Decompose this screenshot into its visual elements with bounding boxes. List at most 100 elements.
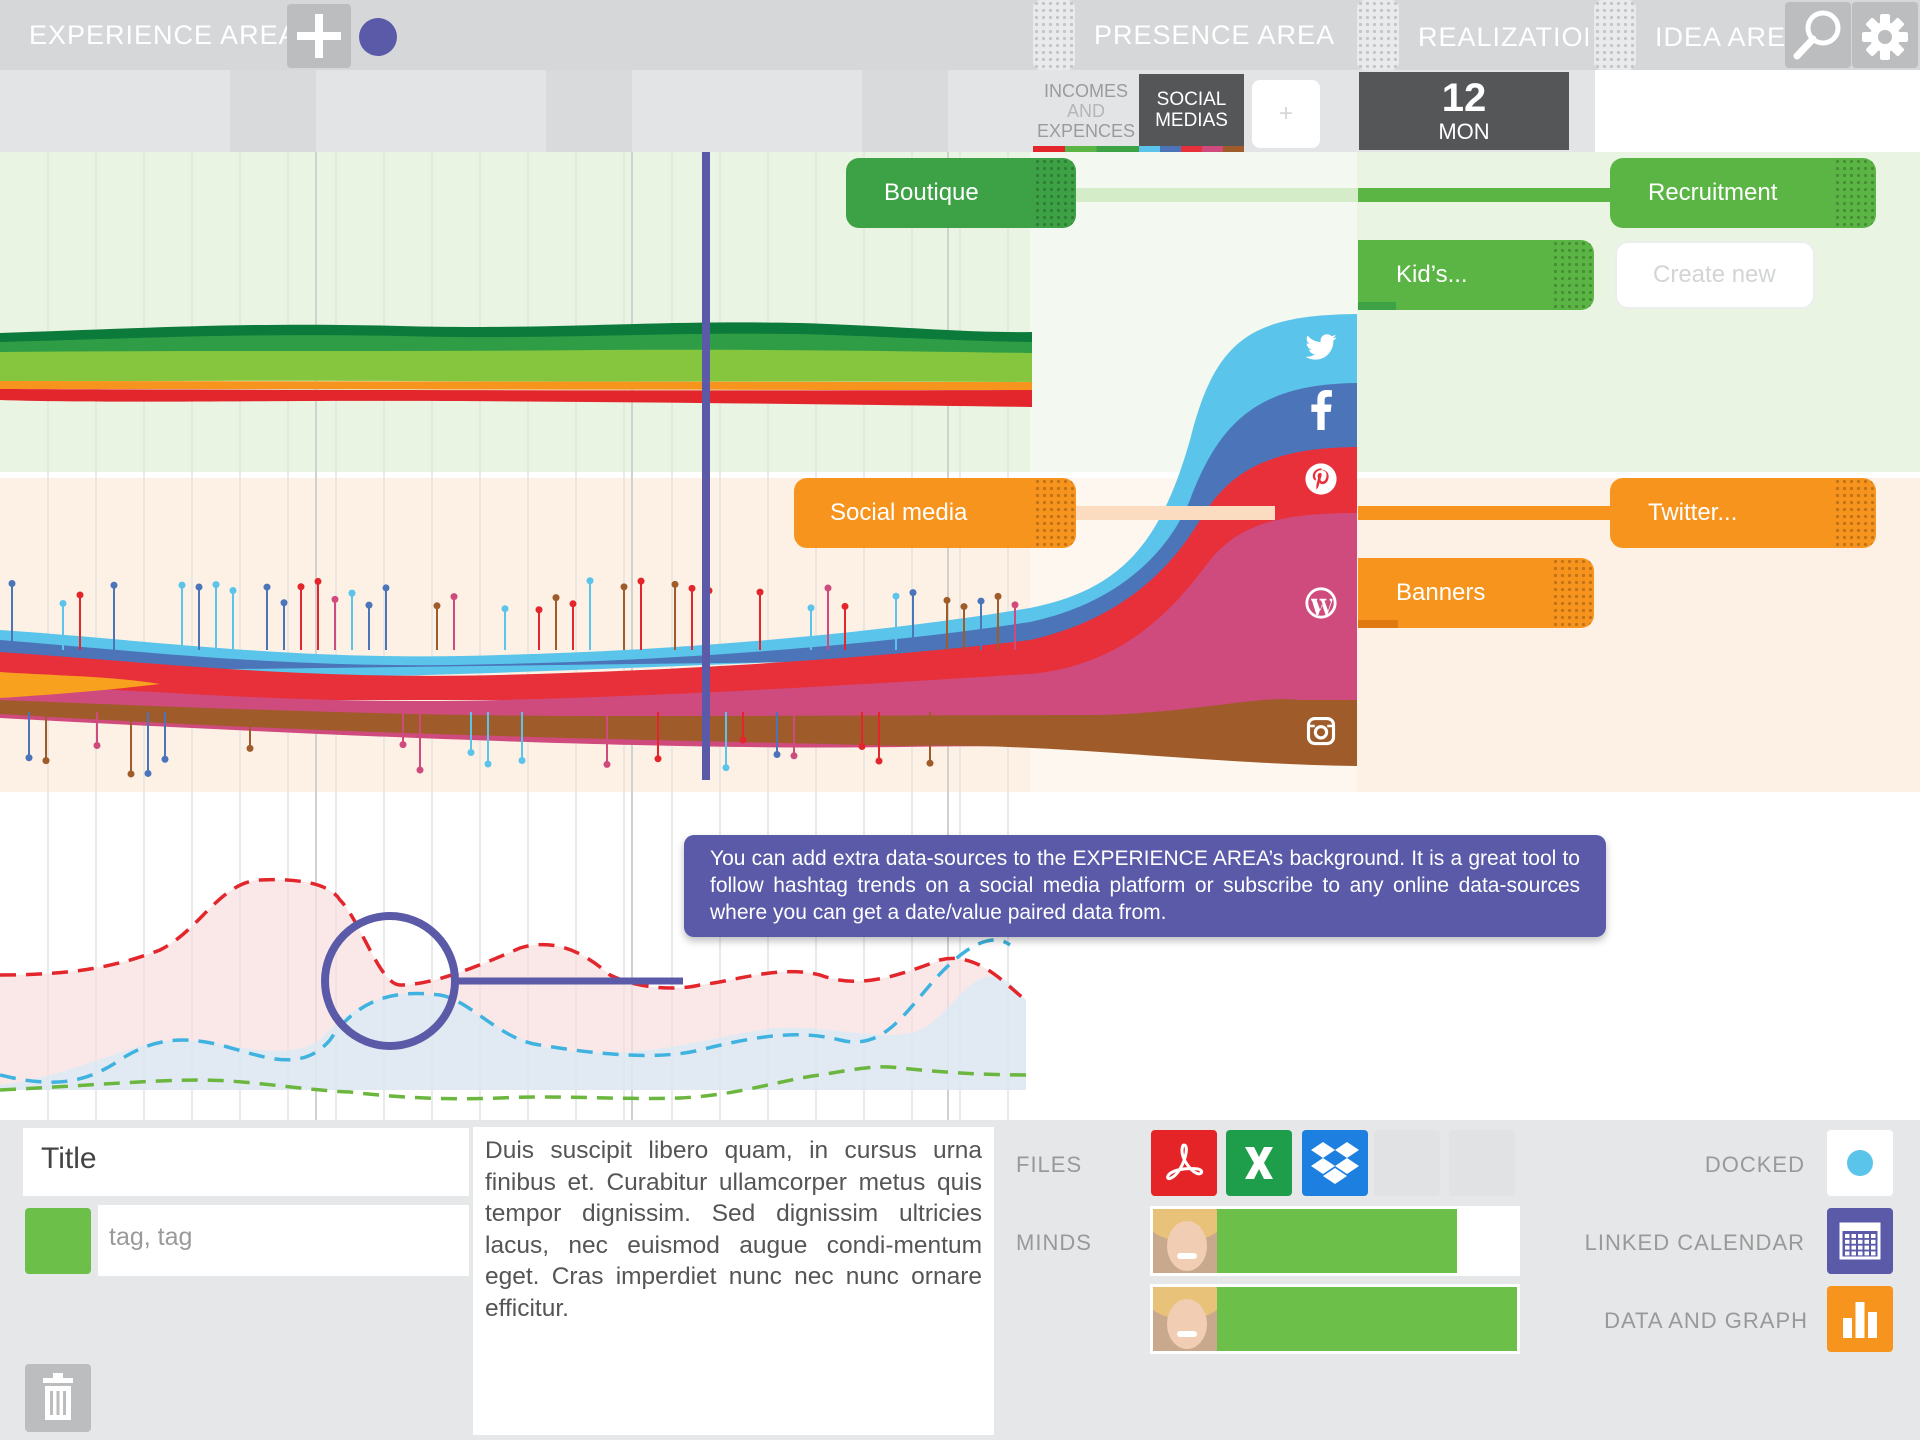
drag-handle[interactable]: [1034, 478, 1076, 548]
event-pin-dot[interactable]: [620, 583, 628, 591]
event-pin-dot[interactable]: [280, 599, 288, 607]
empty-file-slot-1[interactable]: [1374, 1130, 1440, 1196]
tag-boutique[interactable]: Boutique: [846, 158, 1076, 228]
event-pin-dot[interactable]: [994, 592, 1002, 600]
add-experience-button[interactable]: [287, 4, 351, 68]
event-pin-dot[interactable]: [892, 592, 900, 600]
color-swatch[interactable]: [25, 1208, 91, 1274]
description-textarea[interactable]: Duis suscipit libero quam, in cursus urn…: [473, 1127, 994, 1435]
event-pin-dot[interactable]: [127, 770, 135, 778]
tag-kids[interactable]: Kid’s...: [1358, 240, 1594, 310]
create-new-button[interactable]: Create new: [1615, 241, 1815, 309]
event-pin-dot[interactable]: [501, 605, 509, 613]
event-pin-dot[interactable]: [1011, 601, 1019, 609]
event-pin-dot[interactable]: [535, 606, 543, 614]
presence-area-title[interactable]: PRESENCE AREA: [1094, 20, 1336, 50]
event-pin-dot[interactable]: [348, 589, 356, 597]
event-pin-dot[interactable]: [161, 755, 169, 763]
idea-grip[interactable]: [1594, 0, 1636, 70]
event-pin-dot[interactable]: [858, 743, 866, 751]
presence-grip[interactable]: [1033, 0, 1075, 70]
event-pin-dot[interactable]: [960, 603, 968, 611]
event-pin-dot[interactable]: [654, 755, 662, 763]
dropbox-file-button[interactable]: [1302, 1130, 1368, 1196]
event-pin-dot[interactable]: [569, 600, 577, 608]
event-pin-dot[interactable]: [25, 754, 33, 762]
event-pin-dot[interactable]: [773, 751, 781, 759]
event-pin-dot[interactable]: [671, 580, 679, 588]
event-pin-dot[interactable]: [110, 581, 118, 589]
event-pin-dot[interactable]: [977, 597, 985, 605]
settings-button[interactable]: [1852, 2, 1918, 68]
tag-recruitment[interactable]: Recruitment: [1610, 158, 1876, 228]
event-pin-dot[interactable]: [263, 583, 271, 591]
event-pin-dot[interactable]: [297, 583, 305, 591]
event-pin-dot[interactable]: [722, 764, 730, 772]
mind-row-1[interactable]: [1150, 1206, 1520, 1276]
empty-file-slot-2[interactable]: [1449, 1130, 1515, 1196]
tags-input[interactable]: tag, tag: [98, 1205, 469, 1276]
event-pin-dot[interactable]: [739, 736, 747, 744]
event-pin-dot[interactable]: [824, 584, 832, 592]
event-pin-dot[interactable]: [382, 584, 390, 592]
event-pin-dot[interactable]: [212, 581, 220, 589]
event-pin-dot[interactable]: [59, 599, 67, 607]
realization-grip[interactable]: [1357, 0, 1399, 70]
drag-handle[interactable]: [1552, 558, 1594, 628]
event-pin-dot[interactable]: [229, 587, 237, 595]
drag-handle[interactable]: [1834, 478, 1876, 548]
connector-dot[interactable]: [359, 18, 397, 56]
event-pin-dot[interactable]: [93, 742, 101, 750]
pdf-file-button[interactable]: [1151, 1130, 1217, 1196]
event-pin-dot[interactable]: [603, 760, 611, 768]
event-pin-dot[interactable]: [518, 757, 526, 765]
title-input[interactable]: Title: [23, 1128, 469, 1196]
linked-calendar-button[interactable]: [1827, 1208, 1893, 1274]
event-pin-dot[interactable]: [76, 591, 84, 599]
event-pin-dot[interactable]: [909, 589, 917, 597]
data-graph-button[interactable]: [1827, 1286, 1893, 1352]
realization-title[interactable]: REALIZATION: [1418, 22, 1588, 52]
incomes-tab[interactable]: INCOMES AND EXPENCES: [1033, 74, 1139, 152]
experience-area-title[interactable]: EXPERIENCE AREA: [29, 20, 298, 50]
event-pin-dot[interactable]: [586, 577, 594, 585]
event-pin-dot[interactable]: [246, 744, 254, 752]
event-pin-dot[interactable]: [365, 601, 373, 609]
delete-button[interactable]: [25, 1364, 91, 1432]
tag-banners[interactable]: Banners: [1358, 558, 1594, 628]
idea-area-title[interactable]: IDEA AREA: [1655, 22, 1787, 52]
event-pin-dot[interactable]: [450, 593, 458, 601]
add-source-button[interactable]: +: [1252, 80, 1320, 148]
drag-handle[interactable]: [1834, 158, 1876, 228]
event-pin-dot[interactable]: [467, 749, 475, 757]
event-pin-dot[interactable]: [178, 581, 186, 589]
event-pin-dot[interactable]: [790, 752, 798, 760]
event-pin-dot[interactable]: [926, 759, 934, 767]
event-pin-dot[interactable]: [416, 766, 424, 774]
docked-toggle[interactable]: [1827, 1130, 1893, 1196]
event-pin-dot[interactable]: [314, 577, 322, 585]
event-pin-dot[interactable]: [8, 579, 16, 587]
event-pin-dot[interactable]: [144, 769, 152, 777]
tag-twitter[interactable]: Twitter...: [1610, 478, 1876, 548]
mind-row-2[interactable]: [1150, 1284, 1520, 1354]
event-pin-dot[interactable]: [42, 757, 50, 765]
event-pin-dot[interactable]: [552, 594, 560, 602]
drag-handle[interactable]: [1034, 158, 1076, 228]
event-pin-dot[interactable]: [433, 602, 441, 610]
search-button[interactable]: [1785, 2, 1851, 68]
event-pin-dot[interactable]: [688, 584, 696, 592]
event-pin-dot[interactable]: [195, 583, 203, 591]
event-pin-dot[interactable]: [841, 602, 849, 610]
event-pin-dot[interactable]: [943, 596, 951, 604]
tag-social-media[interactable]: Social media: [794, 478, 1076, 548]
event-pin-dot[interactable]: [637, 577, 645, 585]
drag-handle[interactable]: [1552, 240, 1594, 310]
social-medias-tab[interactable]: SOCIAL MEDIAS: [1139, 74, 1244, 152]
event-pin-dot[interactable]: [756, 588, 764, 596]
event-pin-dot[interactable]: [807, 604, 815, 612]
event-pin-dot[interactable]: [331, 595, 339, 603]
event-pin-dot[interactable]: [484, 760, 492, 768]
event-pin-dot[interactable]: [875, 757, 883, 765]
event-pin-dot[interactable]: [399, 741, 407, 749]
